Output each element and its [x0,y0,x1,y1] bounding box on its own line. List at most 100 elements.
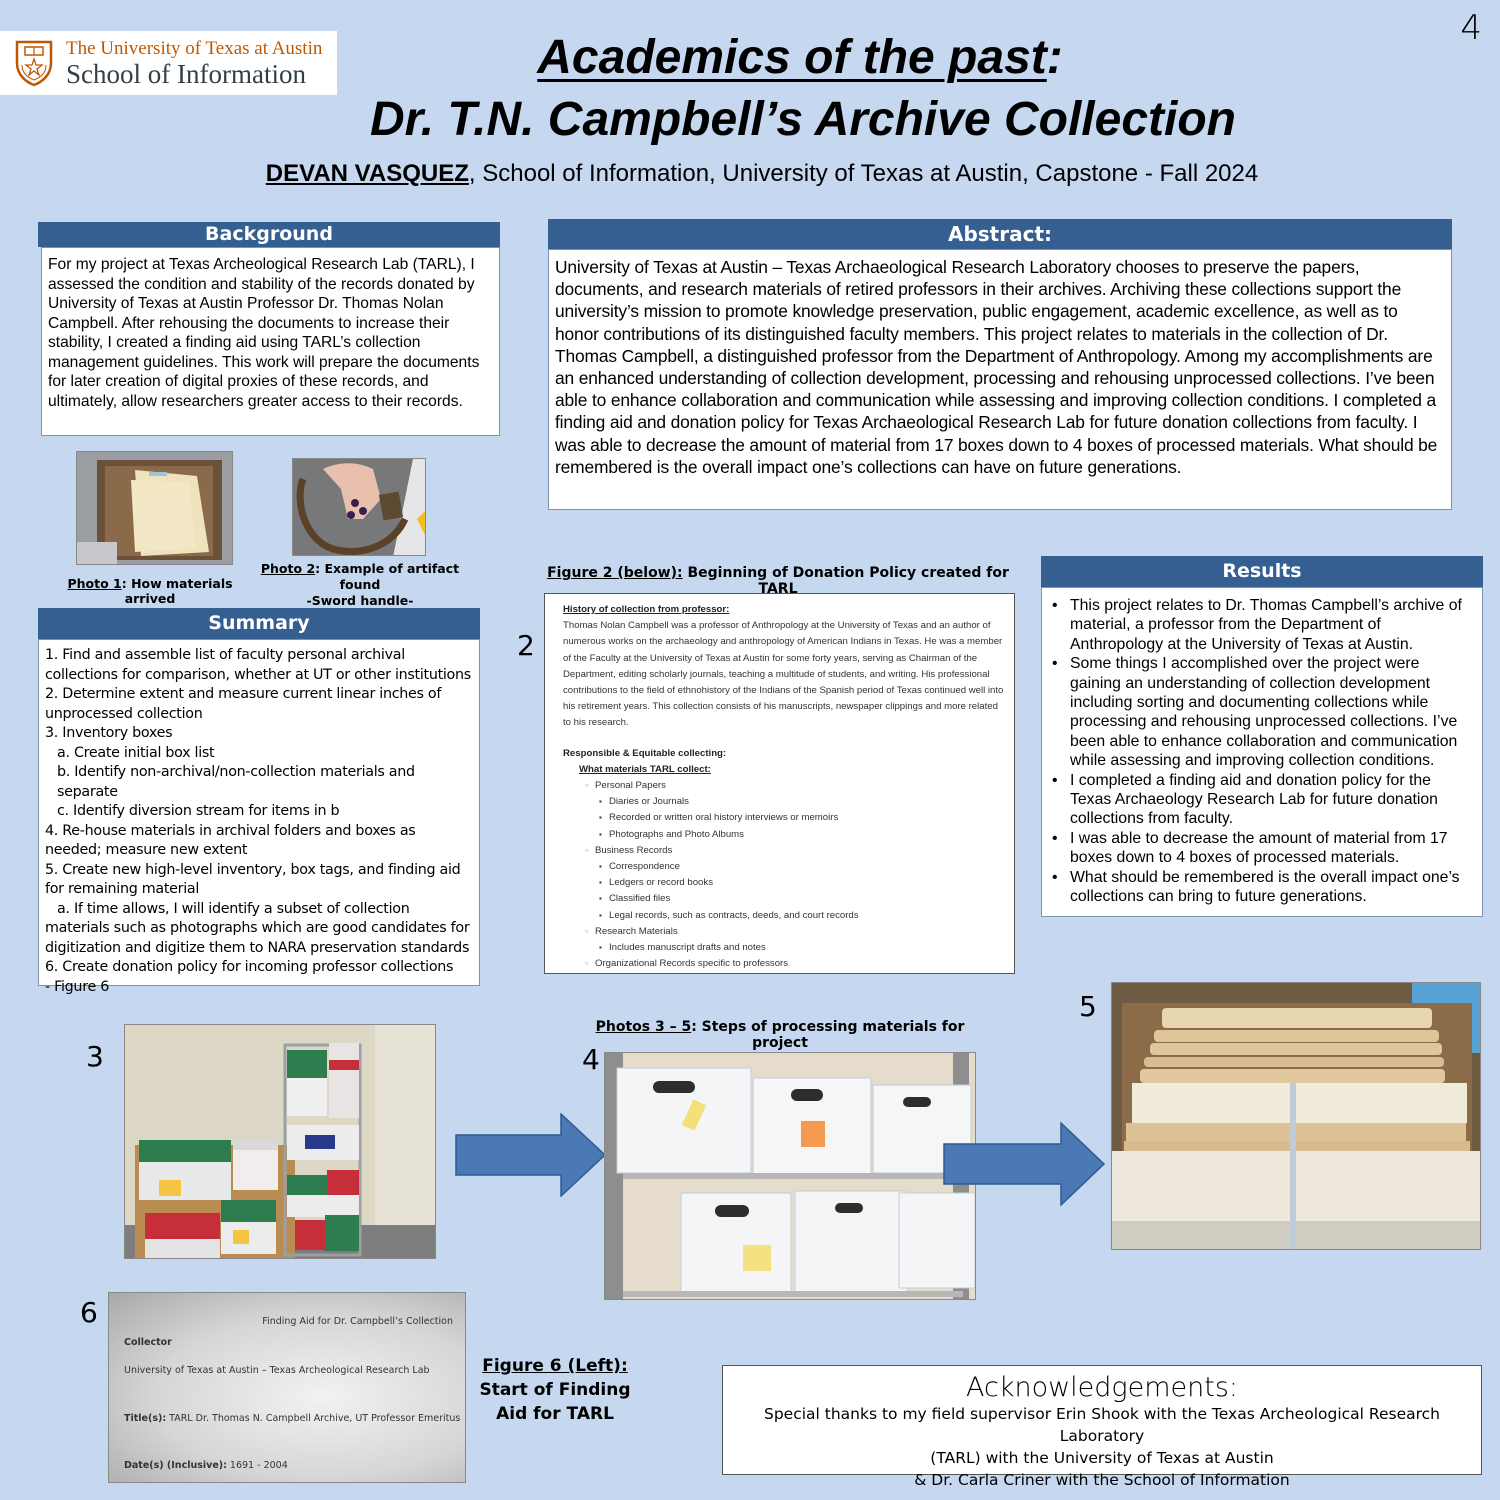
collecting-heading: Responsible & Equitable collecting: [563,747,727,759]
collect-subheading: What materials TARL collect: [579,763,711,775]
figure-6-label: Figure 6 (Left): [482,1356,628,1376]
summary-item: 1. Find and assemble list of faculty per… [45,647,471,683]
photo-1-materials-arrived [76,451,233,565]
summary-subitem: b. Identify non-archival/non-collection … [57,764,415,800]
title-colon: : [1046,31,1063,84]
acknowledgements-line2: (TARL) with the University of Texas at A… [930,1449,1274,1467]
arrow-right-icon [455,1113,607,1197]
arrow-right-icon [943,1122,1106,1206]
finding-aid-titles: Title(s): TARL Dr. Thomas N. Campbell Ar… [124,1413,460,1424]
finding-aid-title: Finding Aid for Dr. Campbell’s Collectio… [262,1316,453,1327]
figure-6-caption: Figure 6 (Left): Start of Finding Aid fo… [470,1354,640,1426]
category-item: Classified files [563,891,1004,907]
figure-6-number: 6 [80,1296,98,1329]
photo-4-number: 4 [582,1043,600,1076]
photo-1-caption: Photo 1: How materials arrived [45,576,255,606]
category-item: Diaries or Journals [563,794,1004,810]
dates-label: Date(s) (Inclusive): [124,1460,227,1471]
photo-2-label: Photo 2 [260,561,316,576]
photo-5-rehoused-folders [1111,982,1481,1250]
acknowledgements-heading: Acknowledgements: [965,1372,1239,1403]
summary-subitem: a. Create initial box list [57,744,215,761]
author-name: DEVAN VASQUEZ [265,160,469,187]
photo-2-image [293,459,425,555]
summary-list: 1. Find and assemble list of faculty per… [38,639,480,995]
figure-2-label: Figure 2 (below): [547,565,683,581]
results-bullet: This project relates to Dr. Thomas Campb… [1048,596,1472,654]
results-bullet: I was able to decrease the amount of mat… [1048,829,1472,868]
finding-aid-dates: Date(s) (Inclusive): 1691 - 2004 [124,1460,288,1471]
category-item: Recorded or written oral history intervi… [563,810,1004,826]
photo-3-image [125,1025,435,1258]
author-line: DEVAN VASQUEZ, School of Information, Un… [0,160,1500,188]
figure-6-caption-line2: Start of Finding [479,1380,631,1400]
abstract-heading: Abstract: [548,219,1452,249]
photo-5-image [1112,983,1480,1249]
figure-6-caption-line3: Aid for TARL [496,1404,614,1424]
results-bullet: I completed a finding aid and donation p… [1048,771,1472,829]
photo-3-number: 3 [86,1040,104,1073]
category-item: Correspondence [563,859,1004,875]
summary-subitem: c. Identify diversion stream for items i… [57,803,340,819]
ut-shield-icon [15,40,53,87]
summary-heading: Summary [38,608,480,639]
category-business-records: Business Records [563,843,1004,859]
photo-3-unprocessed-boxes [124,1024,436,1259]
category-item: Includes manuscript drafts and notes [563,940,1004,956]
figure-6-finding-aid: Finding Aid for Dr. Campbell’s Collectio… [108,1292,466,1483]
background-text: For my project at Texas Archeological Re… [41,247,500,436]
photo-2-sword-handle [292,458,426,556]
photos-3-5-label: Photos 3 – 5 [595,1019,692,1035]
logo-university-name: The University of Texas at Austin [66,37,323,59]
category-item: Legal records, such as contracts, deeds,… [563,908,1004,924]
summary-item: - Figure 6 [45,978,109,995]
photo-1-caption-text: : How materials arrived [121,576,233,606]
author-affiliation: , School of Information, University of T… [468,160,1259,187]
results-list: This project relates to Dr. Thomas Campb… [1041,587,1483,917]
acknowledgements-box: Acknowledgements: Special thanks to my f… [722,1365,1482,1489]
photo-1-label: Photo 1 [67,576,122,591]
results-bullet: What should be remembered is the overall… [1048,868,1472,907]
category-personal-papers: Personal Papers [563,778,1004,794]
photo-5-number: 5 [1079,990,1097,1023]
category-research-materials: Research Materials [563,924,1004,940]
finding-aid-collector-label: Collector [124,1337,172,1348]
photo-4-processed-boxes [604,1052,976,1300]
results-bullet: Some things I accomplished over the proj… [1048,654,1472,770]
title-underlined-part: Academics of the past [537,31,1047,84]
history-text: Thomas Nolan Campbell was a professor of… [563,620,1004,729]
page-number: 4 [1460,8,1482,48]
photos-3-5-caption: Photos 3 – 5: Steps of processing materi… [570,1019,990,1051]
figure-2-number: 2 [517,629,535,662]
figure-2-donation-policy: History of collection from professor: Th… [544,593,1015,974]
acknowledgements-line3: & Dr. Carla Criner with the School of In… [914,1471,1290,1489]
category-item: Photographs and Photo Albums [563,827,1004,843]
photo-1-image [77,452,232,564]
finding-aid-collector-value: University of Texas at Austin – Texas Ar… [124,1365,430,1376]
abstract-text: University of Texas at Austin – Texas Ar… [548,249,1452,510]
photos-3-5-caption-text: : Steps of processing materials for proj… [691,1019,965,1051]
summary-subitem: a. If time allows, I will identify a sub… [45,900,470,956]
ut-ischool-logo: The University of Texas at Austin School… [0,31,337,95]
poster-title-line1: Academics of the past: [0,30,1500,85]
summary-item: 2. Determine extent and measure current … [45,686,442,722]
summary-item: 3. Inventory boxes [45,725,173,741]
dates-value: 1691 - 2004 [226,1460,288,1471]
acknowledgements-line1: Special thanks to my field supervisor Er… [763,1405,1440,1445]
history-heading: History of collection from professor: [563,604,730,615]
summary-item: 6. Create donation policy for incoming p… [45,959,454,975]
summary-item: 5. Create new high-level inventory, box … [45,861,461,898]
photo-2-caption-subtitle: -Sword handle- [306,593,414,608]
background-heading: Background [38,222,500,247]
category-item: Ledgers or record books [563,875,1004,891]
titles-label: Title(s): [124,1413,167,1424]
photo-2-caption-text: : Example of artifact found [315,561,460,592]
summary-item: 4. Re-house materials in archival folder… [45,822,416,859]
titles-value: TARL Dr. Thomas N. Campbell Archive, UT … [166,1413,461,1424]
photo-4-image [605,1053,975,1299]
poster-title-line2: Dr. T.N. Campbell’s Archive Collection [370,93,1236,146]
photo-2-caption: Photo 2: Example of artifact found-Sword… [250,561,470,609]
results-heading: Results [1041,556,1483,587]
category-organizational-records: Organizational Records specific to profe… [563,956,1004,972]
logo-school-name: School of Information [66,58,306,89]
